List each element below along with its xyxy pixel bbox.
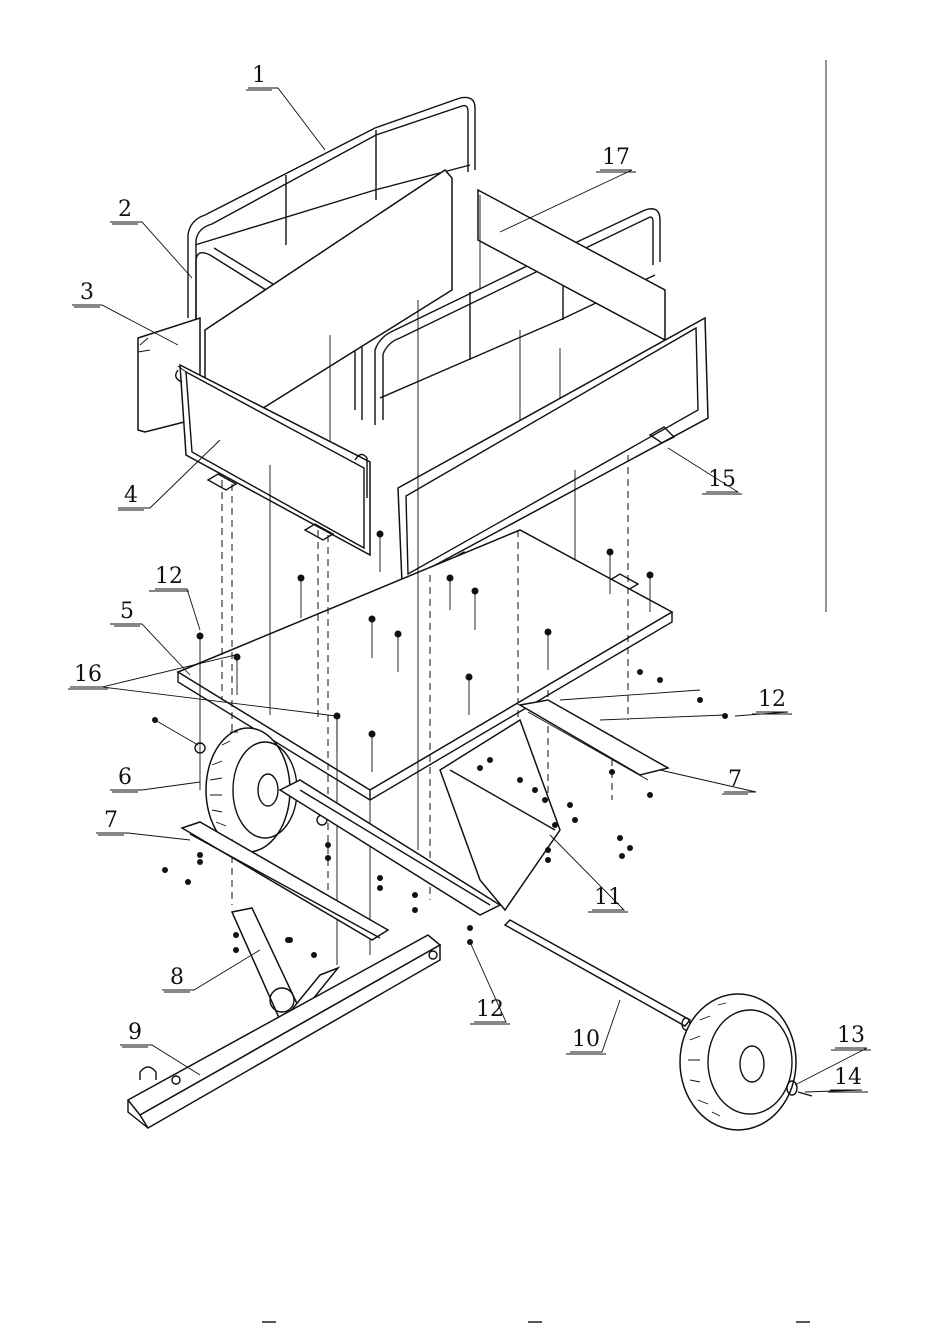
- callout-1: 1: [252, 63, 266, 88]
- callout-16: 16: [74, 662, 102, 687]
- callout-12-top-left: 12: [155, 564, 183, 589]
- callout-11: 11: [594, 885, 622, 910]
- callout-5: 5: [120, 599, 134, 624]
- callout-12-bottom: 12: [476, 997, 504, 1022]
- right-wheel: [680, 994, 812, 1130]
- callout-9: 9: [128, 1020, 142, 1045]
- callout-12-right: 12: [758, 687, 786, 712]
- bolt: [377, 531, 384, 573]
- callout-14: 14: [834, 1065, 862, 1090]
- callout-15: 15: [708, 467, 736, 492]
- bolt: [298, 575, 305, 619]
- part-9-tongue: [128, 935, 440, 1128]
- callout-13: 13: [837, 1023, 865, 1048]
- callout-3: 3: [80, 280, 94, 305]
- callout-2: 2: [118, 197, 132, 222]
- callout-8: 8: [170, 965, 184, 990]
- callout-4: 4: [124, 483, 138, 508]
- part-15-side-panel: [398, 318, 708, 583]
- callout-10: 10: [572, 1027, 600, 1052]
- callout-6: 6: [118, 765, 132, 790]
- callout-17: 17: [602, 145, 630, 170]
- callout-7-right: 7: [728, 767, 742, 792]
- part-10-axle: [505, 920, 690, 1030]
- callout-7-left: 7: [104, 808, 118, 833]
